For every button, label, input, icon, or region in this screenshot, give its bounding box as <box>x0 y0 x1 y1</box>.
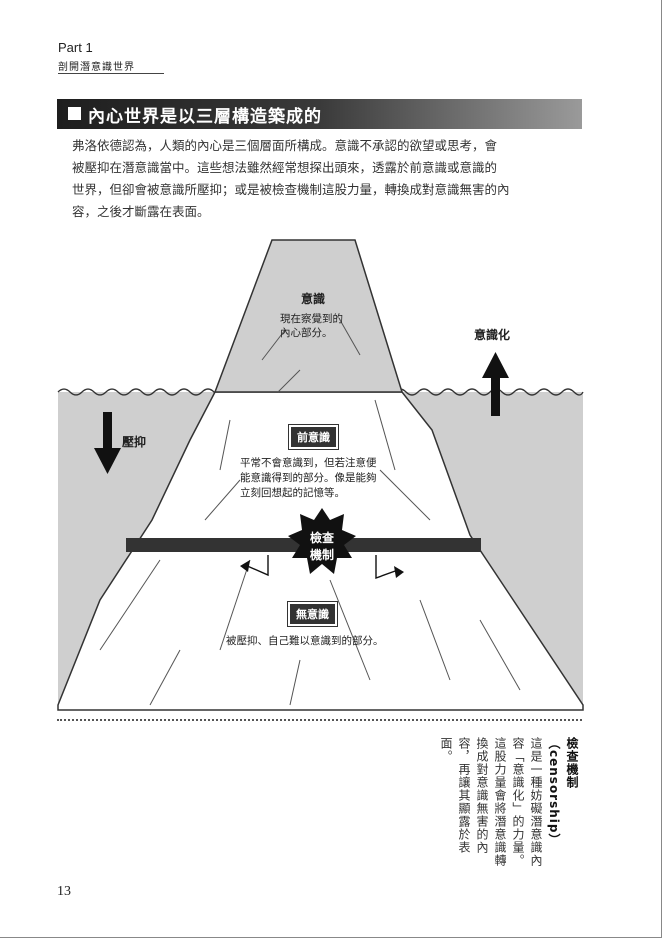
body-line: 被壓抑在潛意識當中。這些想法雖然經常想探出頭來，透露於前意識或意識的 <box>72 160 498 175</box>
body-line: 容，之後才斷露在表面。 <box>72 204 210 219</box>
section-title-bar: 內心世界是以三層構造築成的 <box>57 99 582 129</box>
body-line: 弗洛依德認為，人類的內心是三個層面所構成。意識不承認的欲望或思考，會 <box>72 138 498 153</box>
unconscious-tag: 無意識 <box>287 601 338 627</box>
iceberg-tip <box>213 239 404 393</box>
section-divider <box>57 719 582 721</box>
repression-label: 壓抑 <box>122 435 147 449</box>
consciousness-label: 意識化 <box>474 328 511 342</box>
body-paragraph: 弗洛依德認為，人類的內心是三個層面所構成。意識不承認的欲望或思考，會 被壓抑在潛… <box>72 135 592 223</box>
censorship-label-1: 檢查 <box>310 531 335 545</box>
body-line: 世界，但卻會被意識所壓抑；或是被檢查機制這股力量，轉換成對意識無害的內 <box>72 182 510 197</box>
repression-arrow-shaft <box>103 412 112 450</box>
part-label: Part 1 <box>58 40 93 55</box>
part-subtitle: 剖開潛意識世界 <box>58 62 135 73</box>
crack-lines <box>99 319 521 706</box>
conscious-desc: 內心部分。 <box>280 327 333 339</box>
conscious-label: 意識 <box>301 292 326 306</box>
note-line: 換成對意識無害的內 <box>475 737 489 854</box>
conscious-desc: 現在察覺到的 <box>280 313 343 325</box>
censorship-burst-icon <box>288 508 356 574</box>
preconscious-desc: 平常不會意識到，但若注意便 <box>240 457 377 469</box>
preconscious-desc: 能意識得到的部分。像是能夠 <box>240 472 377 484</box>
note-line: 這股力量會將潛意識轉 <box>493 737 507 867</box>
header-underline <box>58 73 164 74</box>
censorship-label-2: 機制 <box>310 548 335 562</box>
note-title: 檢查機制 <box>565 737 579 789</box>
deflect-arrows <box>244 555 399 579</box>
consciousness-arrow-icon <box>482 352 509 378</box>
note-line: 容「意識化」的力量。 <box>511 737 525 867</box>
consciousness-arrow-shaft <box>491 376 500 416</box>
page-number: 13 <box>57 884 71 899</box>
note-line: 面。 <box>439 737 453 763</box>
repression-arrow-icon <box>94 448 121 474</box>
section-title: 內心世界是以三層構造築成的 <box>88 107 322 127</box>
note-term: （censorship） <box>547 737 561 847</box>
deflect-arrow-right-icon <box>394 566 404 578</box>
note-line: 這是一種妨礙潛意識內 <box>529 737 543 867</box>
preconscious-tag: 前意識 <box>288 424 339 450</box>
preconscious-desc: 立刻回想起的記憶等。 <box>240 487 345 499</box>
title-square-icon <box>68 107 81 120</box>
note-line: 容，再讓其顯露於表 <box>457 737 471 854</box>
deflect-arrow-left-icon <box>240 560 250 572</box>
unconscious-desc: 被壓抑、自己難以意識到的部分。 <box>226 635 384 647</box>
